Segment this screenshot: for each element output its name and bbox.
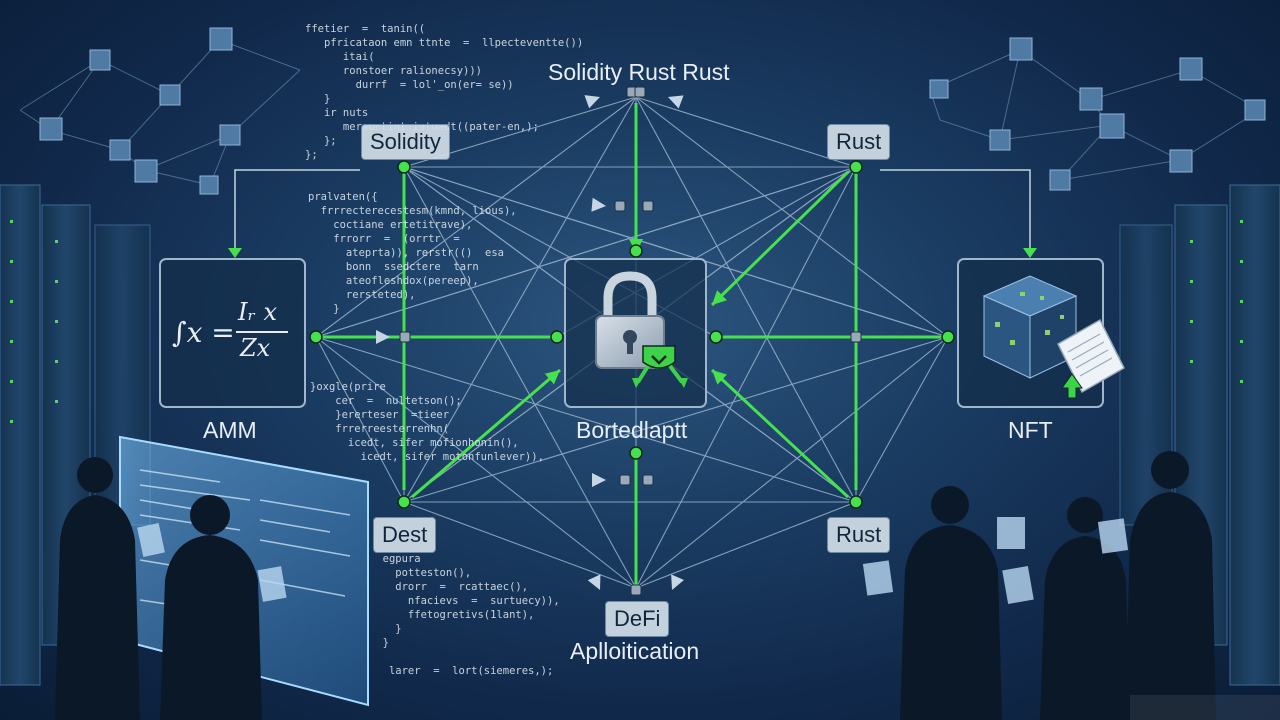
mesh-line (635, 166, 857, 589)
connector-dot (397, 495, 411, 509)
blockchain-cubes-left (39, 27, 241, 195)
junction-square (642, 200, 654, 212)
junction-square (850, 331, 862, 343)
grey-arrowhead (668, 95, 684, 109)
primary-connections (320, 103, 944, 585)
grey-arrowhead (591, 197, 606, 212)
grey-arrowhead (592, 473, 606, 487)
junction-square (614, 200, 626, 212)
top-node-label: Solidity Rust Rust (548, 59, 730, 85)
code-snippet-bottom: egpura potteston(), drorr = rcattaec(), … (382, 553, 560, 677)
green-arrowhead (712, 290, 727, 305)
green-arrowhead (544, 370, 560, 385)
blockchain-cubes-right (929, 37, 1266, 191)
connector-dot (629, 446, 643, 460)
grey-arrowhead (587, 574, 601, 590)
mesh-line (315, 336, 637, 589)
document-icon (1057, 318, 1125, 399)
nft-cube-icon (982, 275, 1078, 379)
formula-lhs: ∫x = (172, 316, 235, 349)
junction-square (399, 331, 411, 343)
formula-numerator: Iᵣ x (238, 298, 277, 326)
green-connection (710, 170, 850, 307)
center-caption: Bortedlaptt (576, 417, 688, 443)
defi-node: DeFi (605, 601, 670, 637)
mesh-line (315, 336, 857, 503)
mesh-line (315, 336, 405, 503)
amm-box (159, 258, 306, 408)
mesh-line (315, 166, 857, 338)
formula-denominator: Zx (240, 334, 271, 362)
mesh-line (635, 96, 949, 338)
mesh-line (315, 96, 637, 338)
blockchain-network-right (929, 49, 1261, 181)
connector-dot (849, 160, 863, 174)
connector-dot (309, 330, 323, 344)
side-routing-arrowheads (228, 248, 1037, 258)
junction-square (634, 86, 646, 98)
mesh-line (403, 96, 637, 503)
nft-caption: NFT (1008, 417, 1053, 443)
connector-dot (629, 244, 643, 258)
connector-dot (709, 330, 723, 344)
mesh-line (635, 96, 857, 503)
connector-dots (309, 86, 955, 596)
connector-dot (550, 330, 564, 344)
junction-square (630, 584, 642, 596)
solidity-node: Solidity (361, 124, 450, 160)
connector-dot (849, 495, 863, 509)
code-snippet-lower: }oxgle(prire cer = nultetson(); }erertes… (310, 381, 544, 463)
junction-square (619, 474, 631, 486)
mesh-line (403, 501, 637, 589)
defi-subcaption: Aplloitication (570, 638, 700, 664)
person-icon (55, 451, 1216, 720)
grey-arrowhead (671, 574, 685, 590)
tablet-icon (137, 517, 1129, 604)
mesh-line (635, 336, 949, 589)
side-routing-lines (234, 169, 1031, 250)
code-snippet-middle: pralvaten({ frrrecterecestesm(kmnd, liou… (308, 191, 517, 315)
server-rack-icon (0, 184, 1280, 686)
mesh-line (635, 96, 857, 168)
shield-arrows-icon (632, 345, 688, 388)
green-connection (411, 368, 561, 499)
mesh-line (635, 501, 857, 589)
grey-arrowhead (376, 330, 390, 344)
watermark-blur (1130, 695, 1280, 720)
blockchain-network-left (19, 39, 301, 186)
connector-dot (397, 160, 411, 174)
mesh-line (403, 166, 637, 589)
grey-arrowhead (584, 95, 600, 109)
dest-node: Dest (373, 517, 437, 553)
secondary-arrowheads (376, 95, 685, 590)
rust-bottom-node: Rust (827, 517, 891, 553)
connector-dot (941, 330, 955, 344)
green-arrowhead (712, 370, 728, 385)
formula-fraction-bar (236, 331, 288, 333)
junction-square (642, 474, 654, 486)
amm-formula: ∫x = Iᵣ x Zx (172, 298, 292, 368)
rust-top-node: Rust (827, 124, 891, 160)
amm-caption: AMM (203, 417, 257, 443)
green-connection (710, 368, 850, 499)
mesh-line (855, 336, 949, 503)
